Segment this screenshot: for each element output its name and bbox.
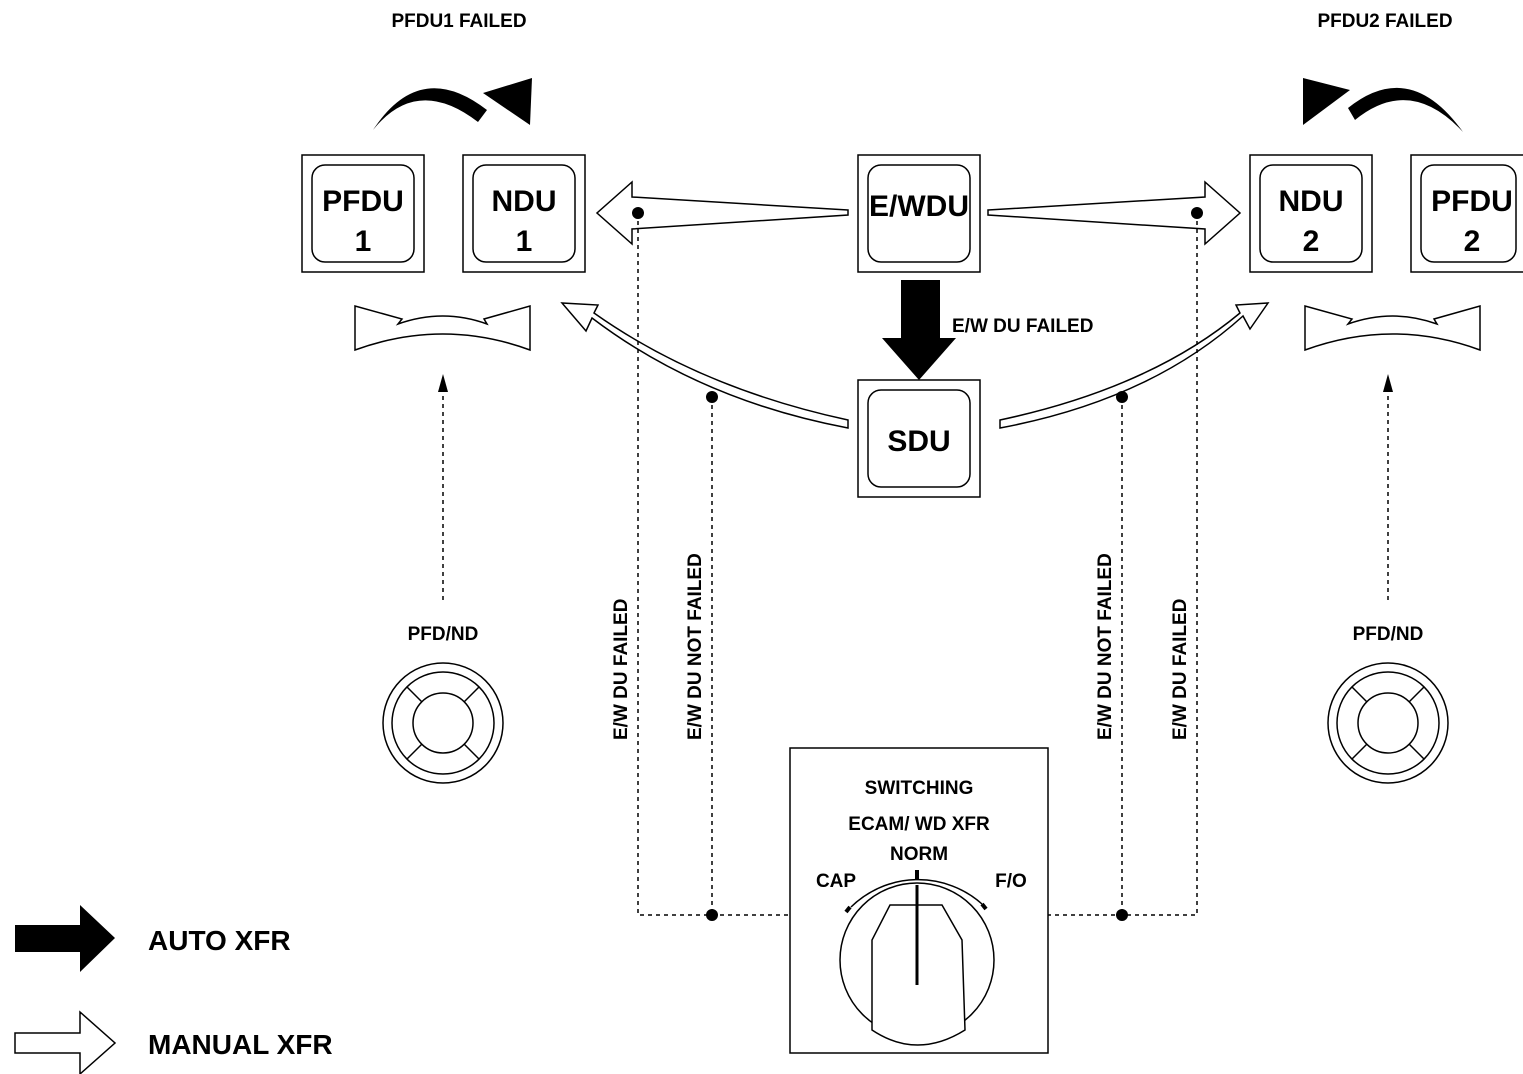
manual-xfr-arrow-sdu-to-ndu2 — [999, 302, 1270, 429]
ndu-1-label-bottom: 1 — [516, 225, 533, 258]
pfdnd-2-control-line — [1383, 374, 1393, 600]
manual-xfr-arrow-sdu-to-ndu1 — [560, 302, 849, 429]
manual-xfr-swap-arrow-side-2 — [1304, 305, 1481, 352]
ewdu-unit: E/WDU — [857, 154, 981, 273]
switch-tick-cap — [844, 905, 852, 914]
pfdnd-1-label: PFD/ND — [408, 624, 479, 645]
switching-cap-label: CAP — [816, 871, 856, 892]
ndu-2-unit: NDU 2 — [1249, 154, 1373, 273]
pfdu-1-unit: PFDU 1 — [301, 154, 425, 273]
pfdu-1-label-top: PFDU — [322, 185, 404, 218]
legend-manual-xfr-arrow — [14, 1010, 117, 1074]
ndu-2-label-top: NDU — [1279, 185, 1344, 218]
ndu-1-unit: NDU 1 — [462, 154, 586, 273]
right-ew-du-not-failed-label: E/W DU NOT FAILED — [1095, 553, 1116, 740]
legend: AUTO XFR MANUAL XFR — [14, 905, 333, 1074]
switching-subtitle: ECAM/ WD XFR — [848, 814, 990, 835]
manual-xfr-swap-arrow-side-1 — [354, 305, 531, 352]
ewdu-label: E/WDU — [869, 190, 969, 223]
switching-panel: SWITCHING ECAM/ WD XFR NORM CAP F/O — [789, 747, 1049, 1054]
switch-tick-fo — [980, 902, 988, 911]
legend-manual-xfr-label: MANUAL XFR — [148, 1029, 333, 1060]
pfdu1-failed-label: PFDU1 FAILED — [391, 11, 526, 32]
switching-title: SWITCHING — [865, 778, 974, 799]
pfdnd-1-control-line — [438, 374, 448, 600]
right-ew-du-failed-label: E/W DU FAILED — [1170, 599, 1191, 740]
ew-du-failed-center-label: E/W DU FAILED — [952, 316, 1093, 337]
junction-dot-sdu-ndu2-arrow — [1116, 391, 1128, 403]
junction-dot-ndu1-arrow — [632, 207, 644, 219]
switch-wiring-right — [998, 213, 1198, 916]
left-ew-du-not-failed-label: E/W DU NOT FAILED — [685, 553, 706, 740]
sdu-unit: SDU — [857, 379, 981, 498]
junction-dot-sdu-ndu1-arrow — [706, 391, 718, 403]
ndu-1-label-top: NDU — [492, 185, 557, 218]
manual-xfr-arrow-ewdu-to-ndu1 — [595, 180, 849, 246]
pfdu-2-label-top: PFDU — [1431, 185, 1513, 218]
left-ew-du-failed-label: E/W DU FAILED — [611, 599, 632, 740]
manual-xfr-arrow-ewdu-to-ndu2 — [987, 180, 1242, 246]
auto-xfr-arrow-pfdu1-to-ndu1 — [373, 78, 532, 130]
legend-auto-xfr-label: AUTO XFR — [148, 925, 291, 956]
switching-fo-label: F/O — [995, 871, 1027, 892]
switch-wiring-left — [637, 213, 838, 916]
pfdu-2-unit: PFDU 2 — [1410, 154, 1523, 273]
switching-norm-label: NORM — [890, 844, 948, 865]
junction-dot-left-wiring — [706, 909, 718, 921]
auto-xfr-arrow-pfdu2-to-ndu2 — [1303, 78, 1463, 132]
pfdu-1-label-bottom: 1 — [355, 225, 372, 258]
pfdu2-failed-label: PFDU2 FAILED — [1317, 11, 1452, 32]
junction-dot-right-wiring — [1116, 909, 1128, 921]
pfdnd-2-knob[interactable] — [1327, 662, 1449, 784]
legend-auto-xfr-arrow — [15, 905, 115, 972]
junction-dot-ndu2-arrow — [1191, 207, 1203, 219]
auto-xfr-arrow-ewdu-to-sdu — [882, 280, 956, 380]
pfdnd-1-knob[interactable] — [382, 662, 504, 784]
ndu-2-label-bottom: 2 — [1303, 225, 1320, 258]
ecam-wd-xfr-selector-knob[interactable] — [839, 882, 995, 1046]
sdu-label: SDU — [887, 425, 950, 458]
pfdnd-2-label: PFD/ND — [1353, 624, 1424, 645]
pfdu-2-label-bottom: 2 — [1464, 225, 1481, 258]
